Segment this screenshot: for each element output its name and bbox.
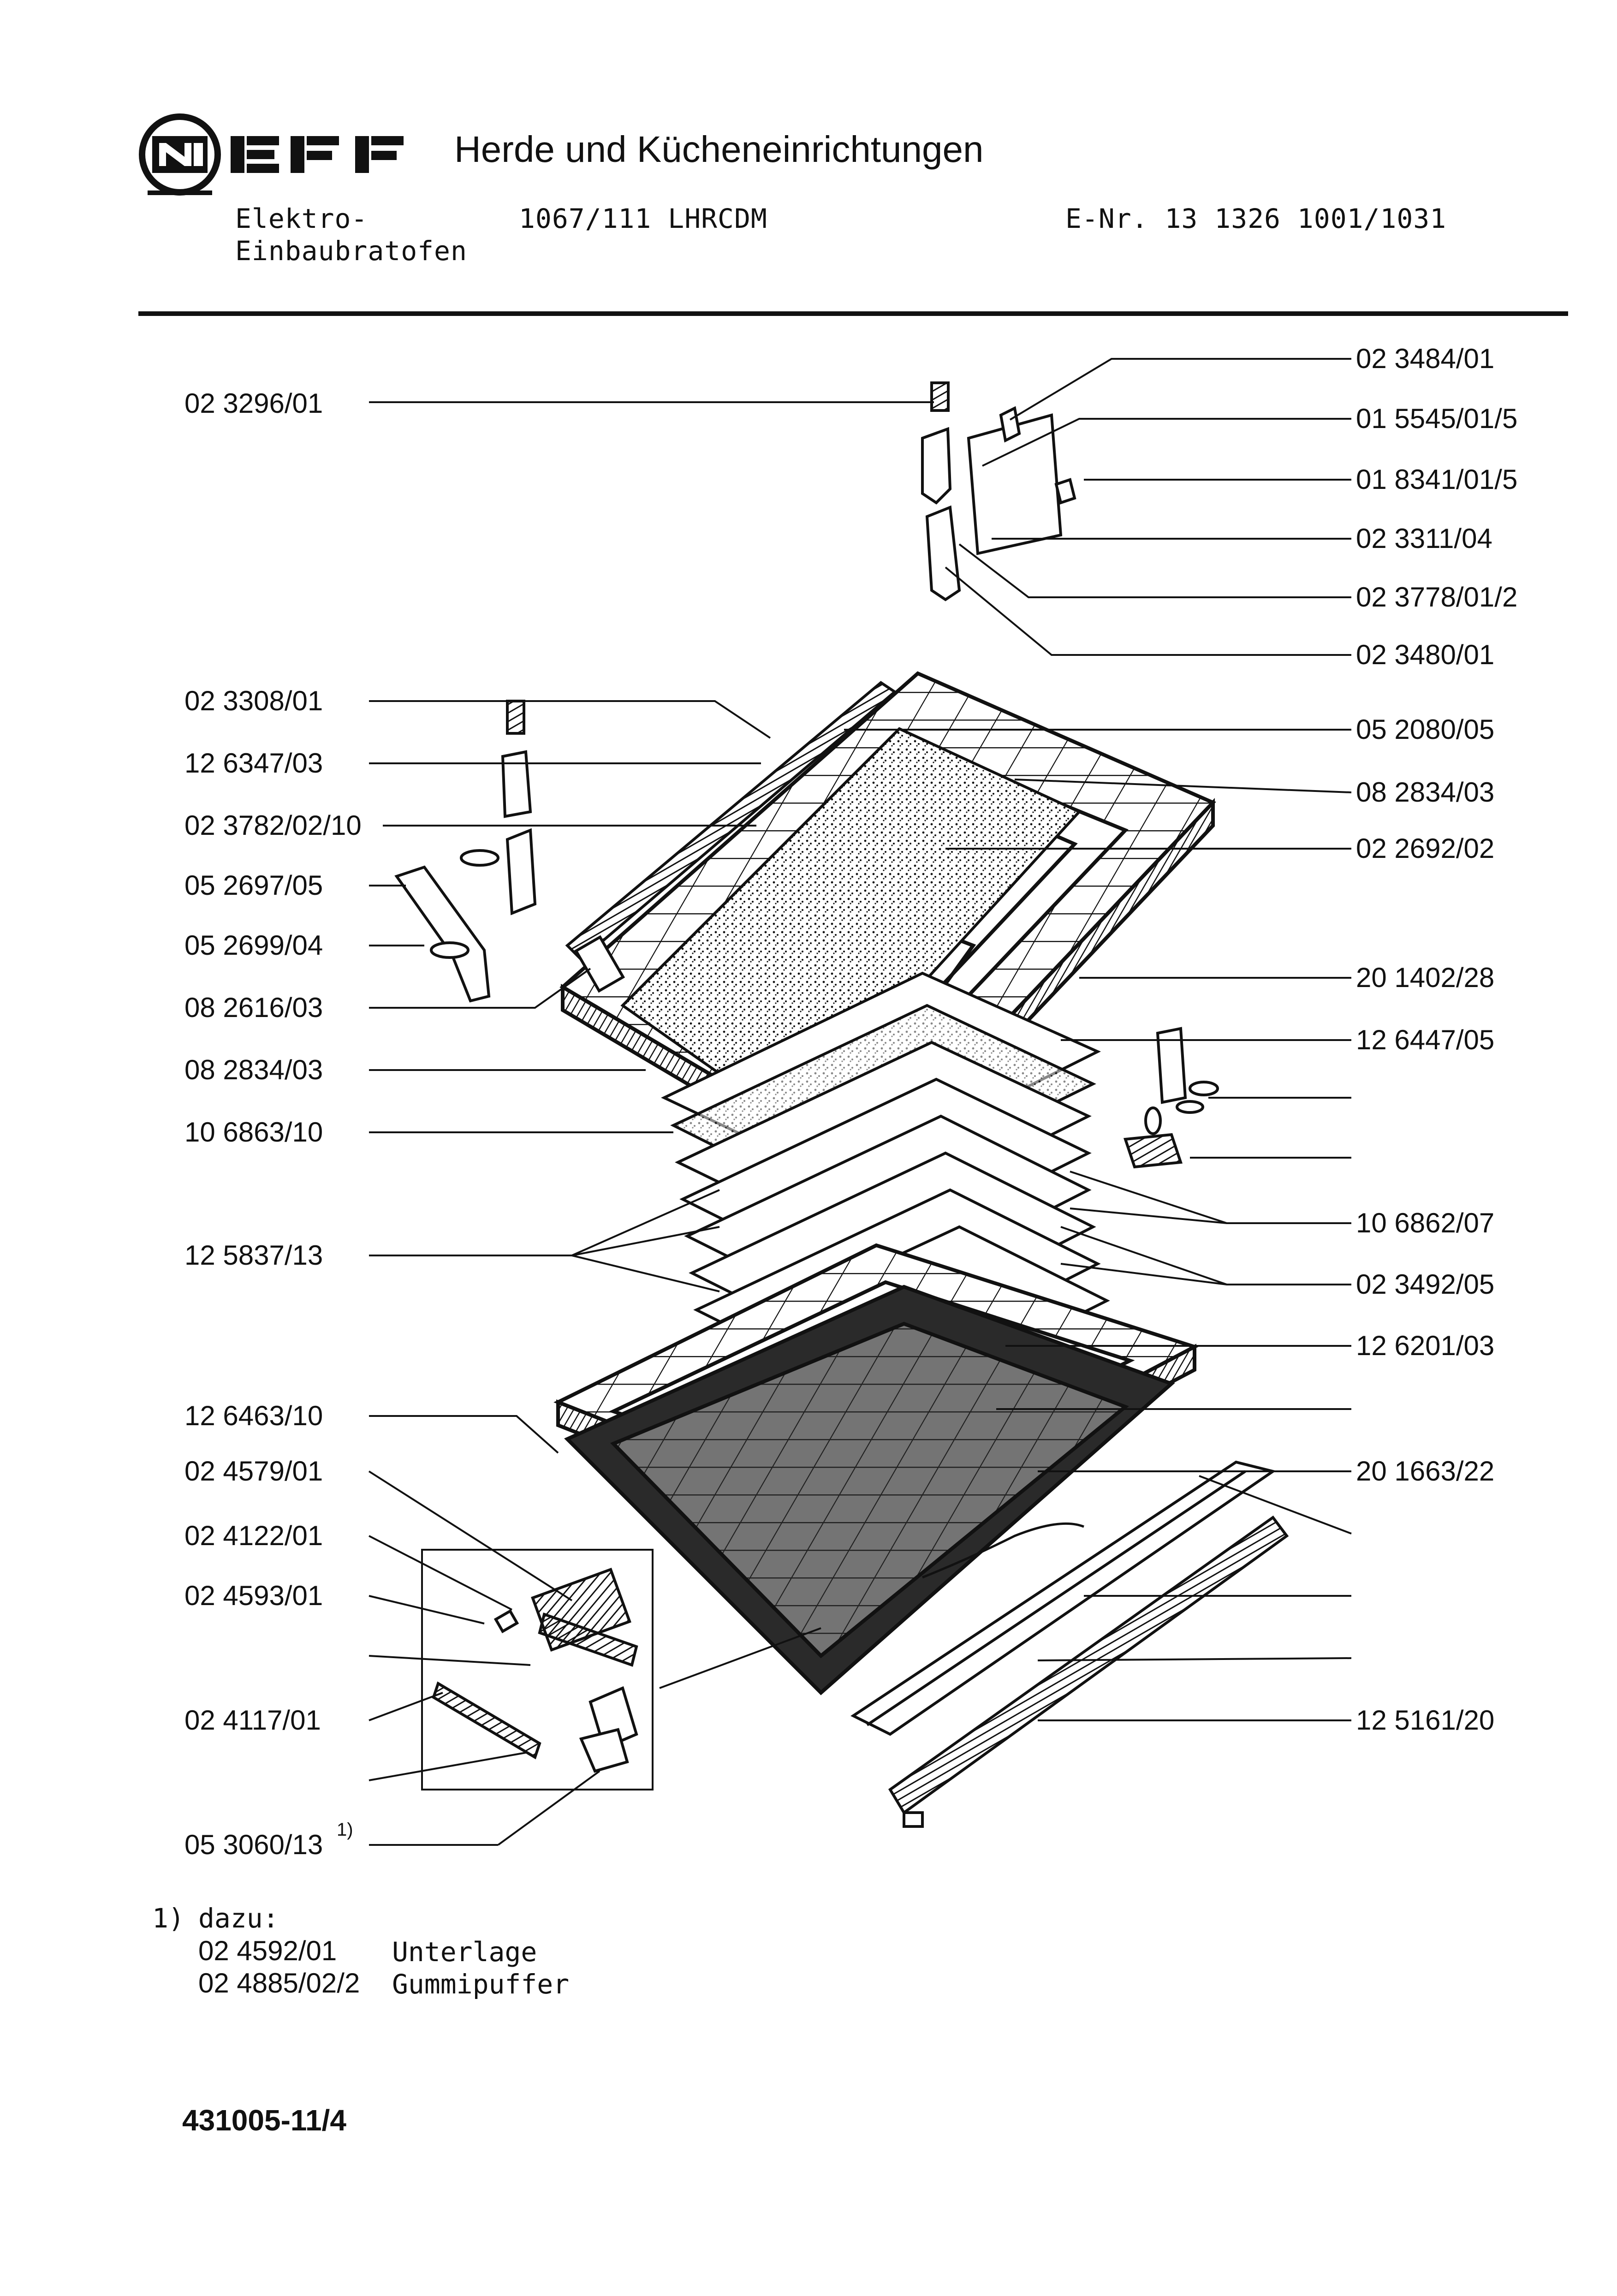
part-label: 05 2080/05: [1356, 714, 1495, 745]
footnote-part: 02 4592/01: [198, 1935, 337, 1966]
footnote-desc: Unterlage: [392, 1936, 537, 1968]
part-label: 10 6862/07: [1356, 1207, 1495, 1238]
footnote-marker: 1): [152, 1903, 184, 1934]
footnote-reference: 1): [337, 1820, 353, 1840]
document-code: 431005-11/4: [182, 2104, 346, 2137]
leader-lines-left: [368, 401, 934, 1846]
leader-lines-right: [844, 358, 1352, 1721]
part-label: 02 4593/01: [184, 1580, 323, 1611]
product-line-1: Elektro-: [235, 203, 368, 234]
part-label: 02 3778/01/2: [1356, 582, 1518, 613]
part-label: 02 3480/01: [1356, 639, 1495, 670]
part-label: 12 5161/20: [1356, 1705, 1495, 1736]
part-label: 02 4122/01: [184, 1520, 323, 1551]
part-label: 02 4579/01: [184, 1456, 323, 1487]
header-rule: [138, 311, 1568, 316]
part-label: 02 4117/01: [184, 1705, 321, 1736]
dark-inner-panel: [564, 1285, 1175, 1695]
brand-title: Herde und Kücheneinrichtungen: [454, 129, 984, 170]
part-label: 01 8341/01/5: [1356, 464, 1518, 495]
part-label: 12 6447/05: [1356, 1024, 1495, 1055]
part-label: 12 6201/03: [1356, 1330, 1495, 1361]
footnote-desc: Gummipuffer: [392, 1969, 570, 2000]
part-label: 02 3492/05: [1356, 1269, 1495, 1300]
part-label: 01 5545/01/5: [1356, 403, 1518, 434]
left-hinge-assembly: [394, 700, 537, 1003]
handle-bar: [565, 681, 897, 993]
part-label: 12 6347/03: [184, 748, 323, 779]
footnote-intro: dazu:: [198, 1903, 279, 1934]
part-label: 20 1663/22: [1356, 1456, 1495, 1487]
part-label: 05 2699/04: [184, 930, 323, 961]
part-label: 05 3060/13: [184, 1829, 323, 1860]
part-label: 02 3782/02/10: [184, 810, 362, 841]
neff-logo: [139, 113, 404, 196]
part-label: 10 6863/10: [184, 1117, 323, 1148]
model-number: 1067/111 LHRCDM: [519, 203, 767, 234]
part-label: 20 1402/28: [1356, 962, 1495, 993]
e-number: E-Nr. 13 1326 1001/1031: [1065, 203, 1447, 234]
right-hinge-parts: [1123, 1027, 1219, 1169]
part-label: 02 3484/01: [1356, 343, 1495, 374]
door-lock-mechanism: [421, 1549, 654, 1790]
part-label: 12 5837/13: [184, 1240, 323, 1271]
part-label: 05 2697/05: [184, 870, 323, 901]
part-label: 02 3311/04: [1356, 523, 1492, 554]
part-label: 12 6463/10: [184, 1400, 323, 1431]
part-label: 02 3308/01: [184, 685, 323, 716]
part-label: 02 3296/01: [184, 388, 323, 419]
part-label: 08 2834/03: [184, 1054, 323, 1085]
part-label: 08 2834/03: [1356, 777, 1495, 808]
part-label: 02 2692/02: [1356, 833, 1495, 864]
part-label: 08 2616/03: [184, 992, 323, 1023]
footnote-part: 02 4885/02/2: [198, 1968, 360, 1999]
bottom-seal-strip: [850, 1460, 1289, 1828]
top-hinge-assembly: [921, 381, 1076, 601]
product-line-2: Einbaubratofen: [235, 235, 467, 267]
